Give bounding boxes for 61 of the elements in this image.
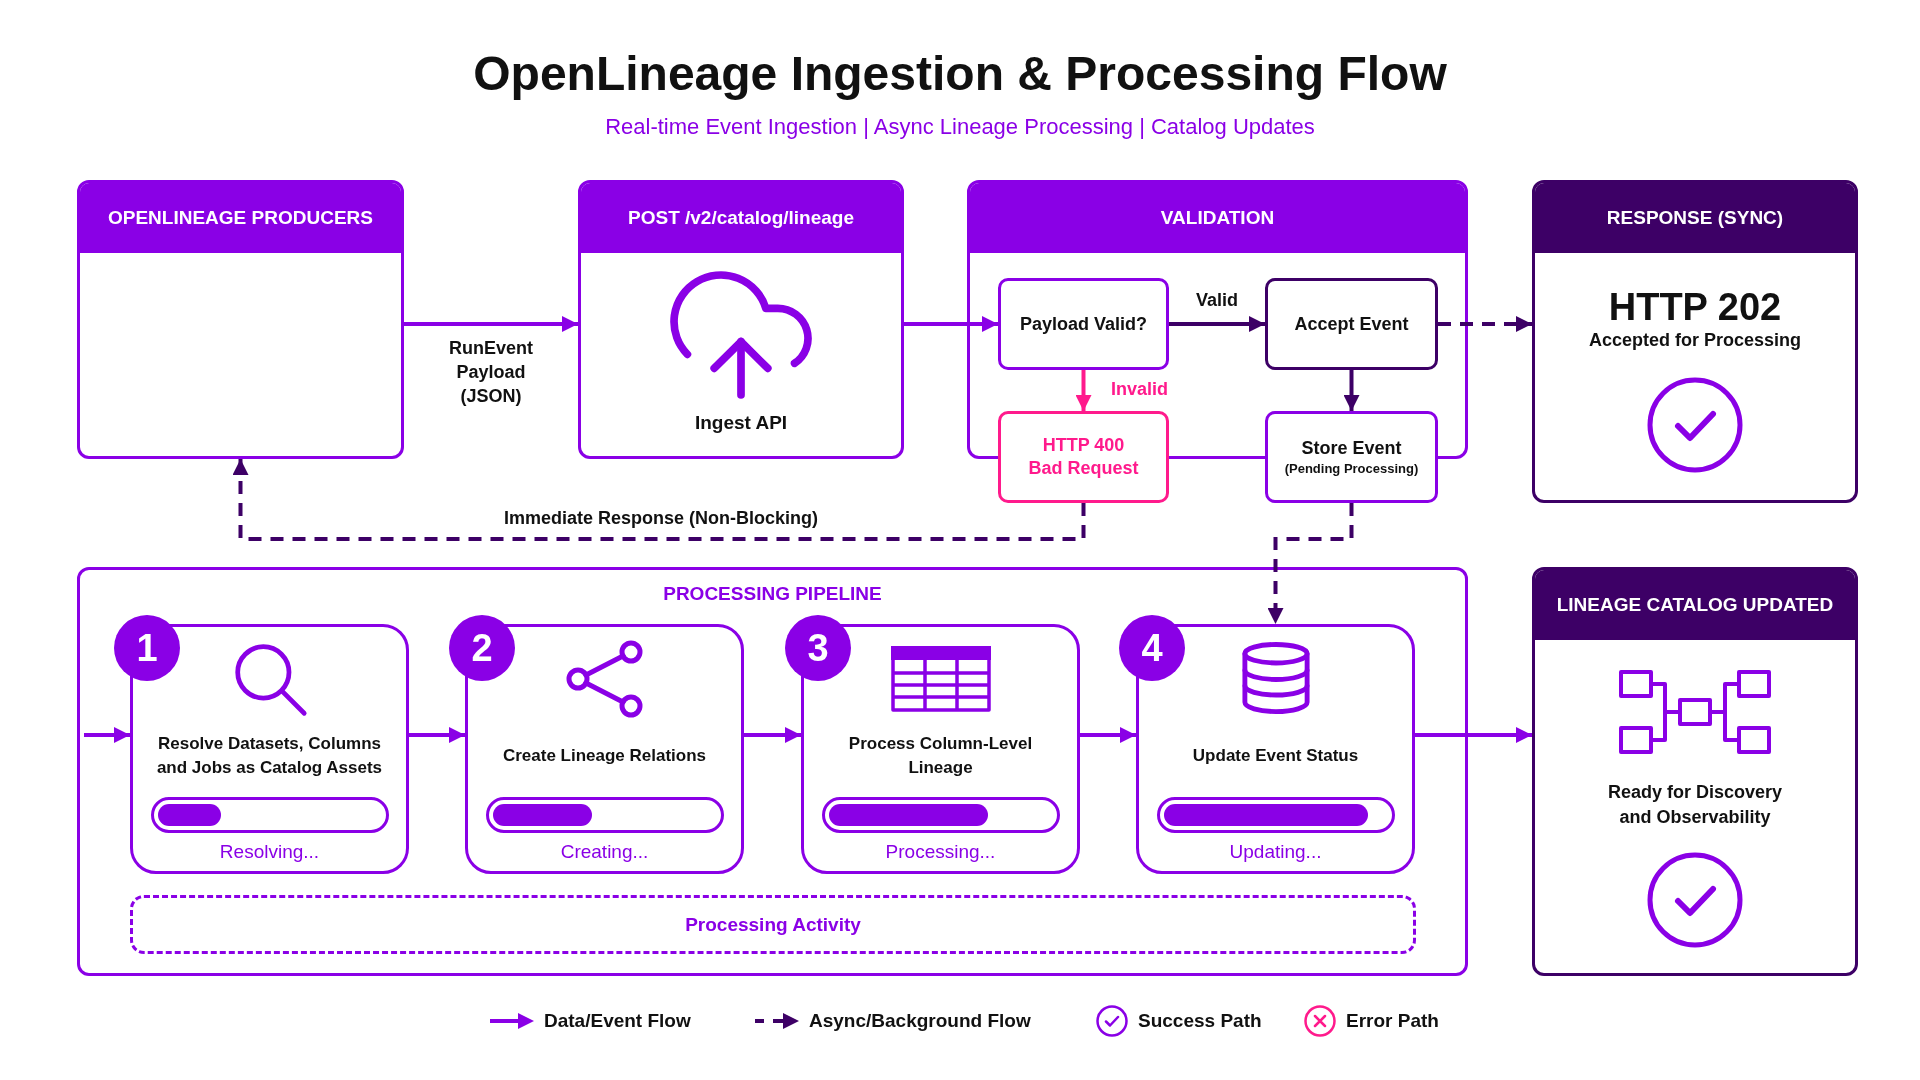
node-label: Accept Event xyxy=(1294,312,1409,336)
node-label: Payload Valid? xyxy=(1019,312,1147,336)
panel-text: Ready for Discovery and Observability xyxy=(1606,781,1784,829)
arrow xyxy=(404,316,578,332)
process-box xyxy=(1265,278,1438,370)
arrow xyxy=(1080,727,1136,743)
step-number-badge: 3 xyxy=(785,615,851,681)
step-title: Update Event Status xyxy=(1192,745,1359,767)
section-panel xyxy=(1532,567,1858,976)
step-number-badge: 2 xyxy=(449,615,515,681)
status-text: Updating... xyxy=(1229,840,1322,864)
legend-label: Error Path xyxy=(1346,1009,1439,1033)
dashed-arrow xyxy=(232,459,1086,541)
panel-header: OPENLINEAGE PRODUCERS xyxy=(80,183,401,253)
activity-band xyxy=(130,895,1416,954)
legend-label: Success Path xyxy=(1138,1009,1262,1033)
status-text: Processing... xyxy=(885,840,996,864)
panel-header: RESPONSE (SYNC) xyxy=(1535,183,1855,253)
arrow xyxy=(1169,316,1265,332)
status-text: Resolving... xyxy=(219,840,320,864)
panel-text: Ingest API xyxy=(694,411,788,435)
dashed-arrow xyxy=(1267,503,1354,624)
legend-label: Async/Background Flow xyxy=(809,1009,1031,1033)
process-box xyxy=(1265,411,1438,503)
step-number-badge: 4 xyxy=(1119,615,1185,681)
status-text: Creating... xyxy=(560,840,649,864)
pipeline-panel xyxy=(77,567,1468,976)
node-note: (Pending Processing) xyxy=(1284,459,1419,478)
error-box xyxy=(998,411,1169,503)
node-label: Store Event xyxy=(1301,436,1402,460)
section-title: PROCESSING PIPELINE xyxy=(663,582,882,606)
dashed-arrow xyxy=(1438,316,1532,332)
section-panel xyxy=(77,180,404,459)
arrow xyxy=(904,316,998,332)
arrow xyxy=(1415,727,1532,743)
legend-label: Data/Event Flow xyxy=(544,1009,691,1033)
subtitle: Real-time Event Ingestion | Async Lineage Processing | Catalog Updates xyxy=(605,113,1315,141)
arrow xyxy=(84,727,130,743)
arrow xyxy=(1343,370,1360,411)
section-panel xyxy=(1532,180,1858,503)
panel-header: LINEAGE CATALOG UPDATED xyxy=(1535,570,1855,640)
section-panel xyxy=(578,180,904,459)
arrow xyxy=(409,727,465,743)
step-title: Create Lineage Relations xyxy=(502,745,707,767)
band-label: Processing Activity xyxy=(685,912,861,937)
arrow xyxy=(744,727,801,743)
step-card xyxy=(801,624,1080,874)
panel-header: VALIDATION xyxy=(970,183,1465,253)
node-label: HTTP 400 Bad Request xyxy=(1027,434,1140,480)
step-card xyxy=(1136,624,1415,874)
step-title: Process Column-Level Lineage xyxy=(847,733,1034,779)
decision-box xyxy=(998,278,1169,370)
panel-text: Accepted for Processing xyxy=(1588,329,1802,352)
step-title: Resolve Datasets, Columns and Jobs as Catalog Assets xyxy=(155,733,384,779)
step-card xyxy=(465,624,744,874)
arrow xyxy=(1075,370,1092,411)
step-card xyxy=(130,624,409,874)
step-number-badge: 1 xyxy=(114,615,180,681)
diagram-title: OpenLineage Ingestion & Processing Flow xyxy=(473,46,1447,102)
status-code: HTTP 202 xyxy=(1608,285,1782,330)
panel-header: POST /v2/catalog/lineage xyxy=(581,183,901,253)
